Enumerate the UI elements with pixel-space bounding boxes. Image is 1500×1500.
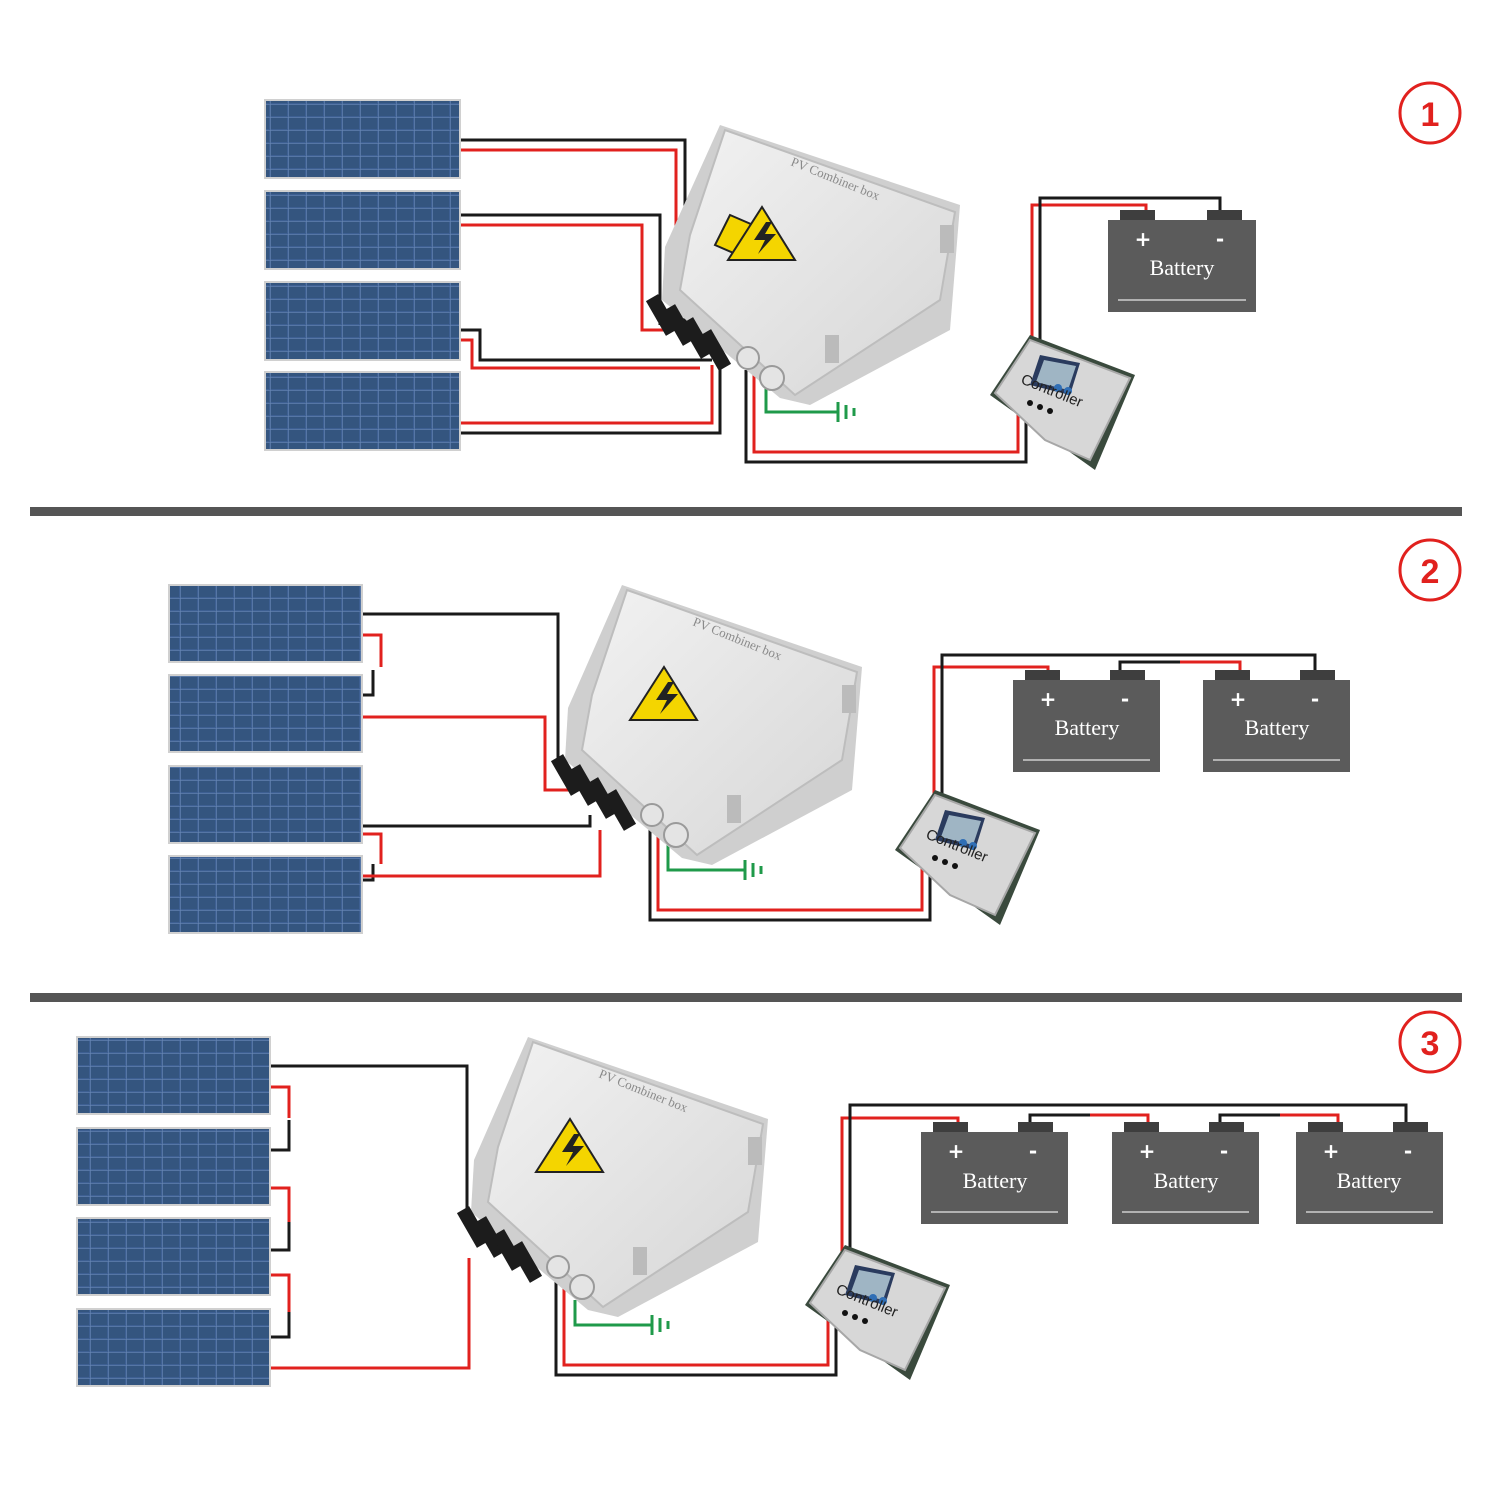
cable-glands — [546, 1255, 595, 1300]
charge-controller: Controller — [895, 790, 1040, 925]
ground-symbol-icon — [743, 860, 763, 880]
solar-panel — [168, 765, 363, 844]
battery: + - Battery — [1108, 210, 1256, 312]
configuration-2: 2 PV Combiner b — [168, 538, 1462, 934]
pv-combiner-box: PV Combiner box — [645, 125, 960, 405]
section-divider — [30, 507, 1462, 516]
battery-label: Battery — [1055, 715, 1120, 740]
pv-combiner-box: PV Combiner box — [550, 585, 862, 865]
warning-icon — [628, 665, 699, 721]
solar-panel — [76, 1036, 271, 1115]
battery-positive-label: + — [1135, 227, 1152, 251]
battery: + - Battery — [1296, 1122, 1443, 1224]
mc4-connectors — [456, 1206, 543, 1283]
cable-glands — [640, 803, 689, 848]
cable-glands — [736, 346, 785, 391]
battery-positive-label: + — [1040, 687, 1057, 711]
config-number-text: 3 — [1421, 1025, 1440, 1063]
warning-icon — [534, 1117, 605, 1173]
battery-negative-label: - — [1029, 1139, 1037, 1163]
battery-positive-label: + — [948, 1139, 965, 1163]
latch — [825, 225, 954, 363]
mc4-connectors — [645, 294, 732, 371]
latch — [727, 685, 856, 823]
battery-label: Battery — [1150, 255, 1215, 280]
battery: + - Battery — [1013, 670, 1160, 772]
battery-positive-label: + — [1230, 687, 1247, 711]
config-number-text: 2 — [1421, 553, 1440, 591]
battery-negative-label: - — [1121, 687, 1129, 711]
charge-controller: Controller — [805, 1245, 950, 1380]
warning-icon — [726, 205, 797, 261]
config-number-2: 2 — [1398, 538, 1462, 602]
mc4-connectors — [550, 754, 637, 831]
ground-symbol-icon — [650, 1315, 670, 1335]
battery-label: Battery — [963, 1168, 1028, 1193]
battery-negative-label: - — [1216, 227, 1224, 251]
solar-panel — [168, 584, 363, 663]
battery-label: Battery — [1337, 1168, 1402, 1193]
charge-controller: Controller — [990, 335, 1135, 470]
config-number-text: 1 — [1421, 96, 1440, 134]
battery: + - Battery — [1203, 670, 1350, 772]
battery: + - Battery — [1112, 1122, 1259, 1224]
section-divider — [30, 993, 1462, 1002]
ground-symbol-icon — [836, 402, 856, 422]
solar-panel — [168, 674, 363, 753]
battery-label: Battery — [1154, 1168, 1219, 1193]
battery-label: Battery — [1245, 715, 1310, 740]
solar-panel — [76, 1217, 271, 1296]
config-number-3: 3 — [1398, 1010, 1462, 1074]
battery-negative-label: - — [1220, 1139, 1228, 1163]
battery: + - Battery — [921, 1122, 1068, 1224]
solar-panel — [76, 1308, 271, 1387]
configuration-1: 1 PV Co — [264, 81, 1462, 470]
config-number-1: 1 — [1398, 81, 1462, 145]
solar-panel — [264, 281, 461, 361]
battery-positive-label: + — [1323, 1139, 1340, 1163]
solar-panel — [76, 1127, 271, 1206]
wires — [270, 1064, 1408, 1377]
configuration-3: 3 — [76, 1010, 1462, 1387]
battery-positive-label: + — [1139, 1139, 1156, 1163]
wires — [460, 138, 1222, 464]
solar-panel — [264, 190, 461, 270]
solar-panel — [168, 855, 363, 934]
latch — [633, 1137, 762, 1275]
solar-panel — [264, 99, 461, 179]
battery-negative-label: - — [1311, 687, 1319, 711]
pv-combiner-box: PV Combiner box — [456, 1037, 768, 1317]
solar-panel — [264, 371, 461, 451]
battery-negative-label: - — [1404, 1139, 1412, 1163]
